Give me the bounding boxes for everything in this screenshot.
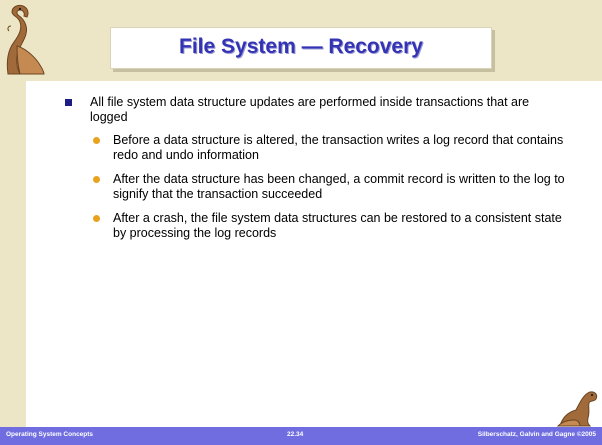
bullet-text: All file system data structure updates a…: [90, 95, 530, 124]
dinosaur-logo-icon: [556, 391, 598, 427]
footer-bar: Operating System Concepts 22.34 Silbersc…: [0, 427, 602, 445]
square-bullet-icon: [65, 99, 72, 106]
sub-bullet-item: Before a data structure is altered, the …: [65, 133, 565, 163]
bullet-item: All file system data structure updates a…: [65, 95, 565, 125]
footer-slide-number: 22.34: [287, 431, 304, 438]
sub-bullet-item: After the data structure has been change…: [65, 172, 565, 202]
sub-bullet-item: After a crash, the file system data stru…: [65, 211, 565, 241]
sub-bullet-text: Before a data structure is altered, the …: [113, 133, 564, 162]
slide-content: All file system data structure updates a…: [65, 95, 565, 250]
footer-course-title: Operating System Concepts: [6, 431, 94, 438]
round-bullet-icon: [93, 137, 100, 144]
title-box: [110, 27, 492, 69]
slide-title: File System — Recovery: [179, 35, 423, 58]
footer-authors: Silberschatz, Galvin and Gagne ©2005: [477, 431, 596, 438]
dinosaur-logo-icon: [6, 4, 45, 75]
sub-bullet-text: After the data structure has been change…: [113, 172, 565, 201]
sub-bullet-text: After a crash, the file system data stru…: [113, 211, 562, 240]
round-bullet-icon: [93, 215, 100, 222]
round-bullet-icon: [93, 176, 100, 183]
